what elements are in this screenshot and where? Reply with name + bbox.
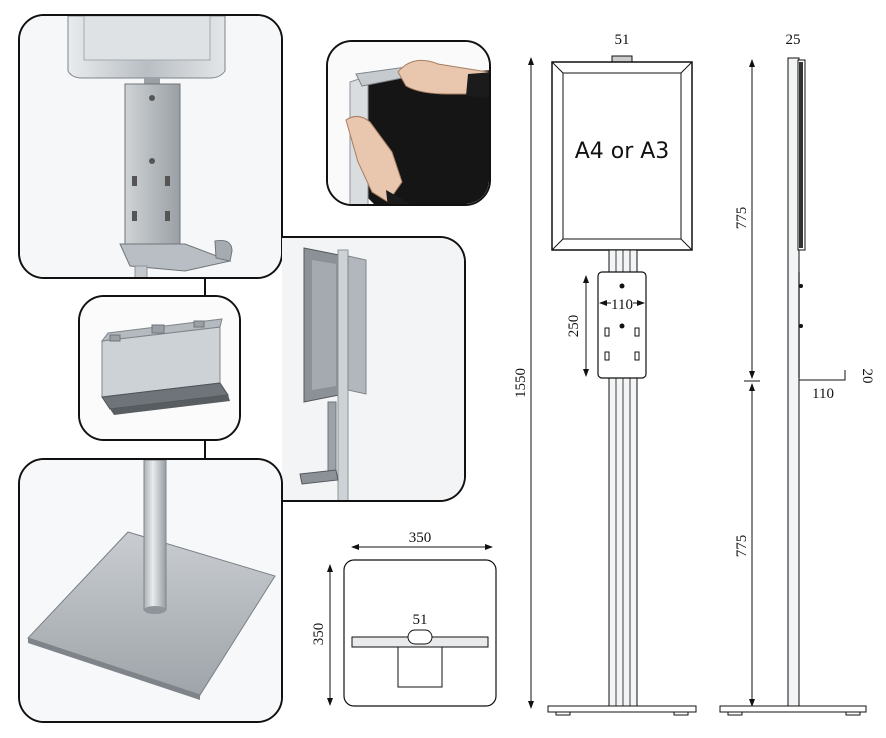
- bracket-height-label: 250: [566, 315, 582, 338]
- side-view: 25 110 20 775 775: [719, 32, 875, 716]
- base-tube-width-label: 51: [413, 612, 428, 628]
- front-view: 1550 51 A4 or A3 110 250: [513, 32, 697, 716]
- shelf-depth-label: 110: [812, 386, 834, 402]
- top-width-label: 51: [615, 32, 630, 48]
- side-depth-label: 25: [786, 32, 801, 48]
- base-photo: [18, 458, 283, 723]
- upper-height-label: 775: [734, 207, 750, 230]
- base-top-view: 350 350 51: [311, 530, 497, 707]
- total-height-label: 1550: [513, 368, 529, 398]
- bracket-width-label: 110: [611, 297, 633, 313]
- lower-height-label: 775: [734, 535, 750, 558]
- bracket-closeup-photo: [18, 14, 283, 279]
- frame-opening-photo: [326, 40, 491, 206]
- base-width-label: 350: [409, 530, 432, 546]
- shelf-height-label: 20: [859, 369, 875, 384]
- poster-size-label: A4 or A3: [575, 139, 670, 164]
- side-stand-photo: [282, 236, 466, 502]
- bracket-part-photo: [78, 295, 241, 441]
- base-depth-label: 350: [311, 623, 327, 646]
